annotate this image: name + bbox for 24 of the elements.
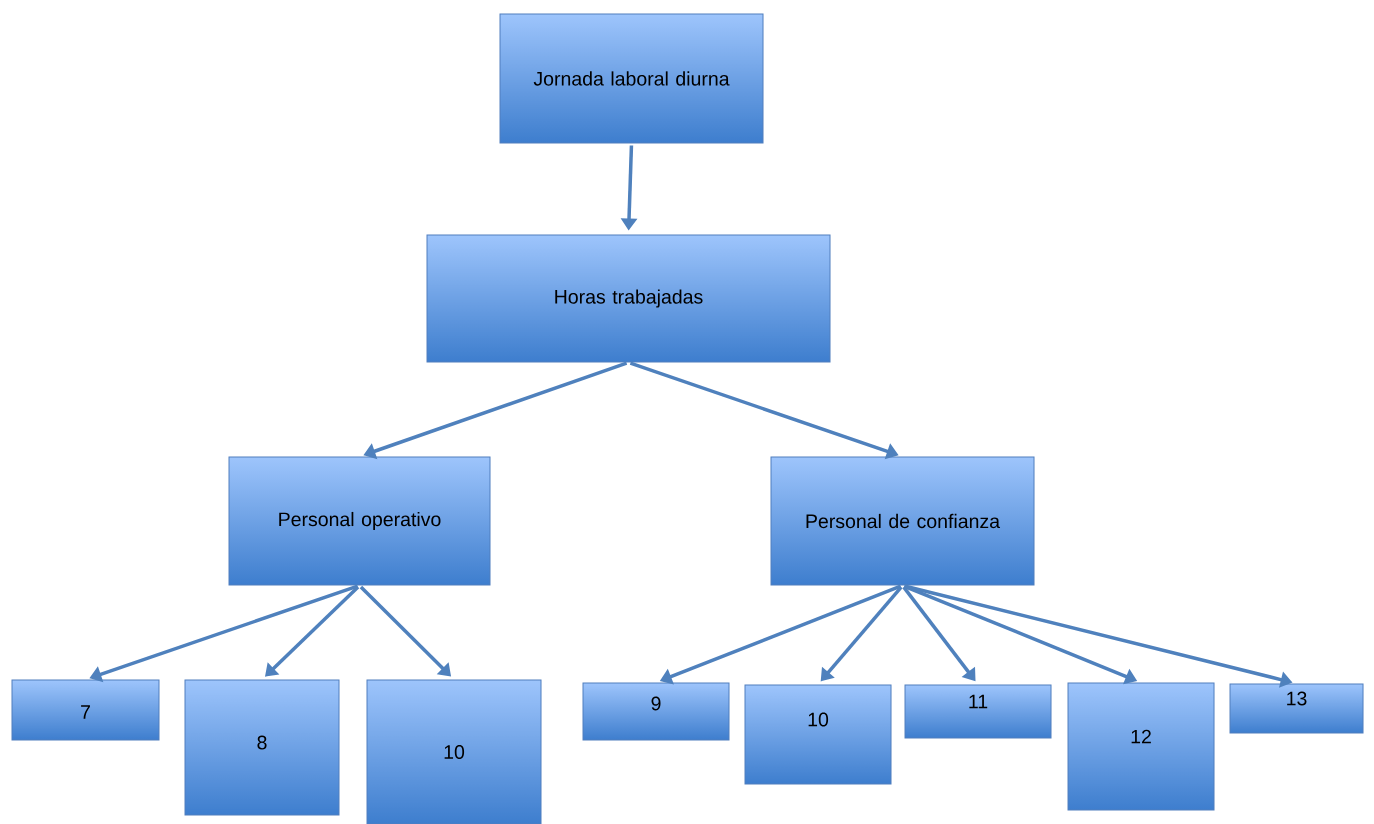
box-label: 11 [969, 694, 988, 709]
box-label: Horas trabajadas [555, 289, 703, 308]
process-box [904, 684, 1052, 739]
process-box [11, 679, 160, 741]
box-label: Personal operativo [279, 511, 441, 531]
box-label: 13 [1287, 691, 1307, 706]
box-label: 10 [808, 712, 829, 727]
process-box [744, 684, 892, 785]
process-box [499, 13, 764, 144]
process-box [1229, 683, 1364, 734]
box-label: 12 [1131, 729, 1151, 744]
process-box [184, 679, 340, 816]
box-label: Jornada laboral diurna [533, 71, 730, 86]
process-box [770, 456, 1035, 586]
box-label: 8 [257, 735, 267, 750]
box-label: 10 [444, 745, 465, 759]
box-label: Personal de confianza [806, 513, 1001, 529]
process-box [1067, 682, 1215, 811]
process-box [582, 682, 730, 741]
process-box [228, 456, 491, 586]
process-box [366, 679, 542, 824]
process-box [426, 234, 831, 363]
box-label: 7 [81, 705, 90, 719]
box-label: 9 [651, 696, 661, 711]
